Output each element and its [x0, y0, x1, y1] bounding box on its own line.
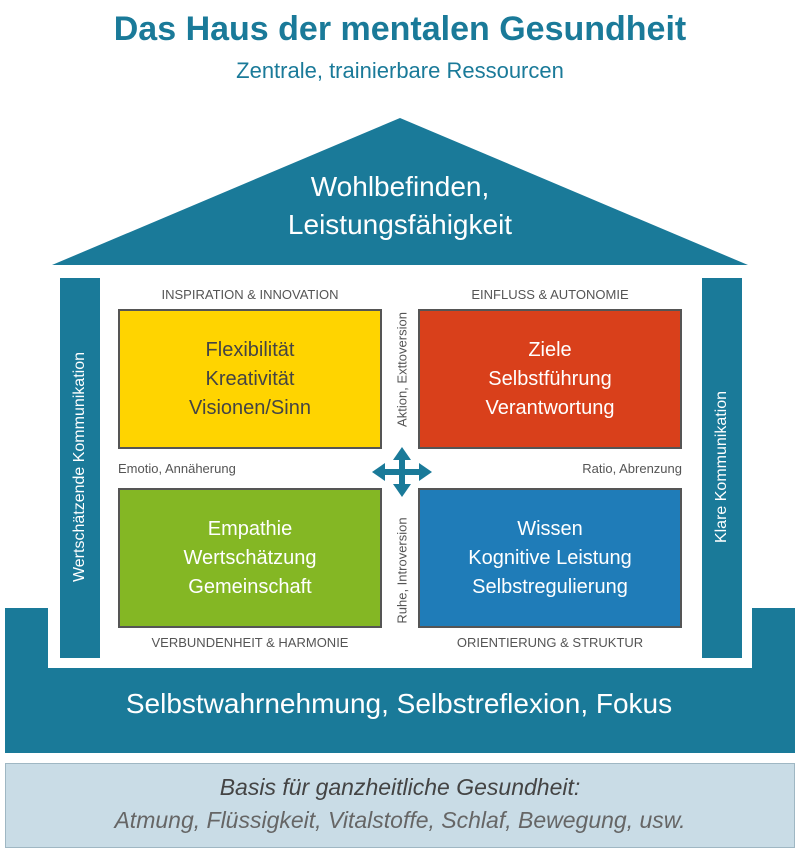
roof-text: Wohlbefinden, Leistungsfähigkeit: [200, 168, 600, 244]
base-text: Selbstwahrnehmung, Selbstreflexion, Foku…: [125, 688, 673, 719]
quadrant-top-right-line-2: Selbstführung: [488, 367, 612, 390]
axis-cross-icon: [372, 447, 432, 497]
quadrant-top-left-line-1: Flexibilität: [205, 338, 295, 361]
base-left-step: [5, 608, 48, 753]
quadrant-top-right: Ziele Selbstführung Verantwortung: [418, 309, 682, 449]
quadrant-bottom-left-line-3: Gemeinschaft: [188, 575, 312, 598]
quadrant-bottom-right-line-2: Kognitive Leistung: [468, 546, 632, 569]
quadrant-bottom-right-line-3: Selbstregulierung: [472, 575, 628, 598]
roof-line-1: Wohlbefinden,: [310, 171, 490, 202]
page-subtitle: Zentrale, trainierbare Ressourcen: [236, 58, 564, 83]
page-title: Das Haus der mentalen Gesundheit: [113, 10, 687, 48]
base-block: [48, 668, 752, 753]
quadrant-top-left-line-2: Kreativität: [205, 367, 295, 390]
foundation: Basis für ganzheitliche Gesundheit: Atmu…: [5, 763, 795, 848]
axis-label-top: Aktion, Exttoversion: [394, 312, 410, 427]
quadrant-bottom-left-line-1: Empathie: [207, 517, 293, 540]
quadrant-label-bottom-right: ORIENTIERUNG & STRUKTUR: [456, 635, 644, 650]
axis-label-left: Emotio, Annäherung: [118, 461, 236, 476]
quadrant-bottom-right: Wissen Kognitive Leistung Selbstregulier…: [418, 488, 682, 628]
quadrant-top-left: Flexibilität Kreativität Visionen/Sinn: [118, 309, 382, 449]
quadrant-bottom-right-line-1: Wissen: [517, 517, 583, 540]
base-right-step: [752, 608, 795, 753]
right-pillar: [702, 278, 742, 658]
quadrant-top-right-line-1: Ziele: [528, 338, 572, 361]
axis-label-right: Ratio, Abrenzung: [582, 461, 682, 476]
quadrant-label-bottom-left: VERBUNDENHEIT & HARMONIE: [151, 635, 349, 650]
foundation-heading: Basis für ganzheitliche Gesundheit:: [219, 774, 581, 800]
roof: [52, 118, 748, 265]
quadrant-bottom-left-line-2: Wertschätzung: [183, 546, 317, 569]
axis-label-bottom: Ruhe, Introversion: [394, 517, 410, 624]
left-pillar: [60, 278, 100, 658]
quadrant-label-top-left: INSPIRATION & INNOVATION: [161, 287, 339, 302]
foundation-details: Atmung, Flüssigkeit, Vitalstoffe, Schlaf…: [114, 807, 686, 833]
quadrant-label-top-right: EINFLUSS & AUTONOMIE: [471, 287, 629, 302]
quadrant-top-right-line-3: Verantwortung: [485, 396, 615, 419]
quadrant-top-left-line-3: Visionen/Sinn: [189, 396, 311, 419]
quadrant-bottom-left: Empathie Wertschätzung Gemeinschaft: [118, 488, 382, 628]
right-pillar-label: Klare Kommunikation: [713, 390, 730, 544]
roof-line-2: Leistungsfähigkeit: [287, 209, 513, 240]
left-pillar-label: Wertschätzende Kommunikation: [71, 351, 88, 583]
